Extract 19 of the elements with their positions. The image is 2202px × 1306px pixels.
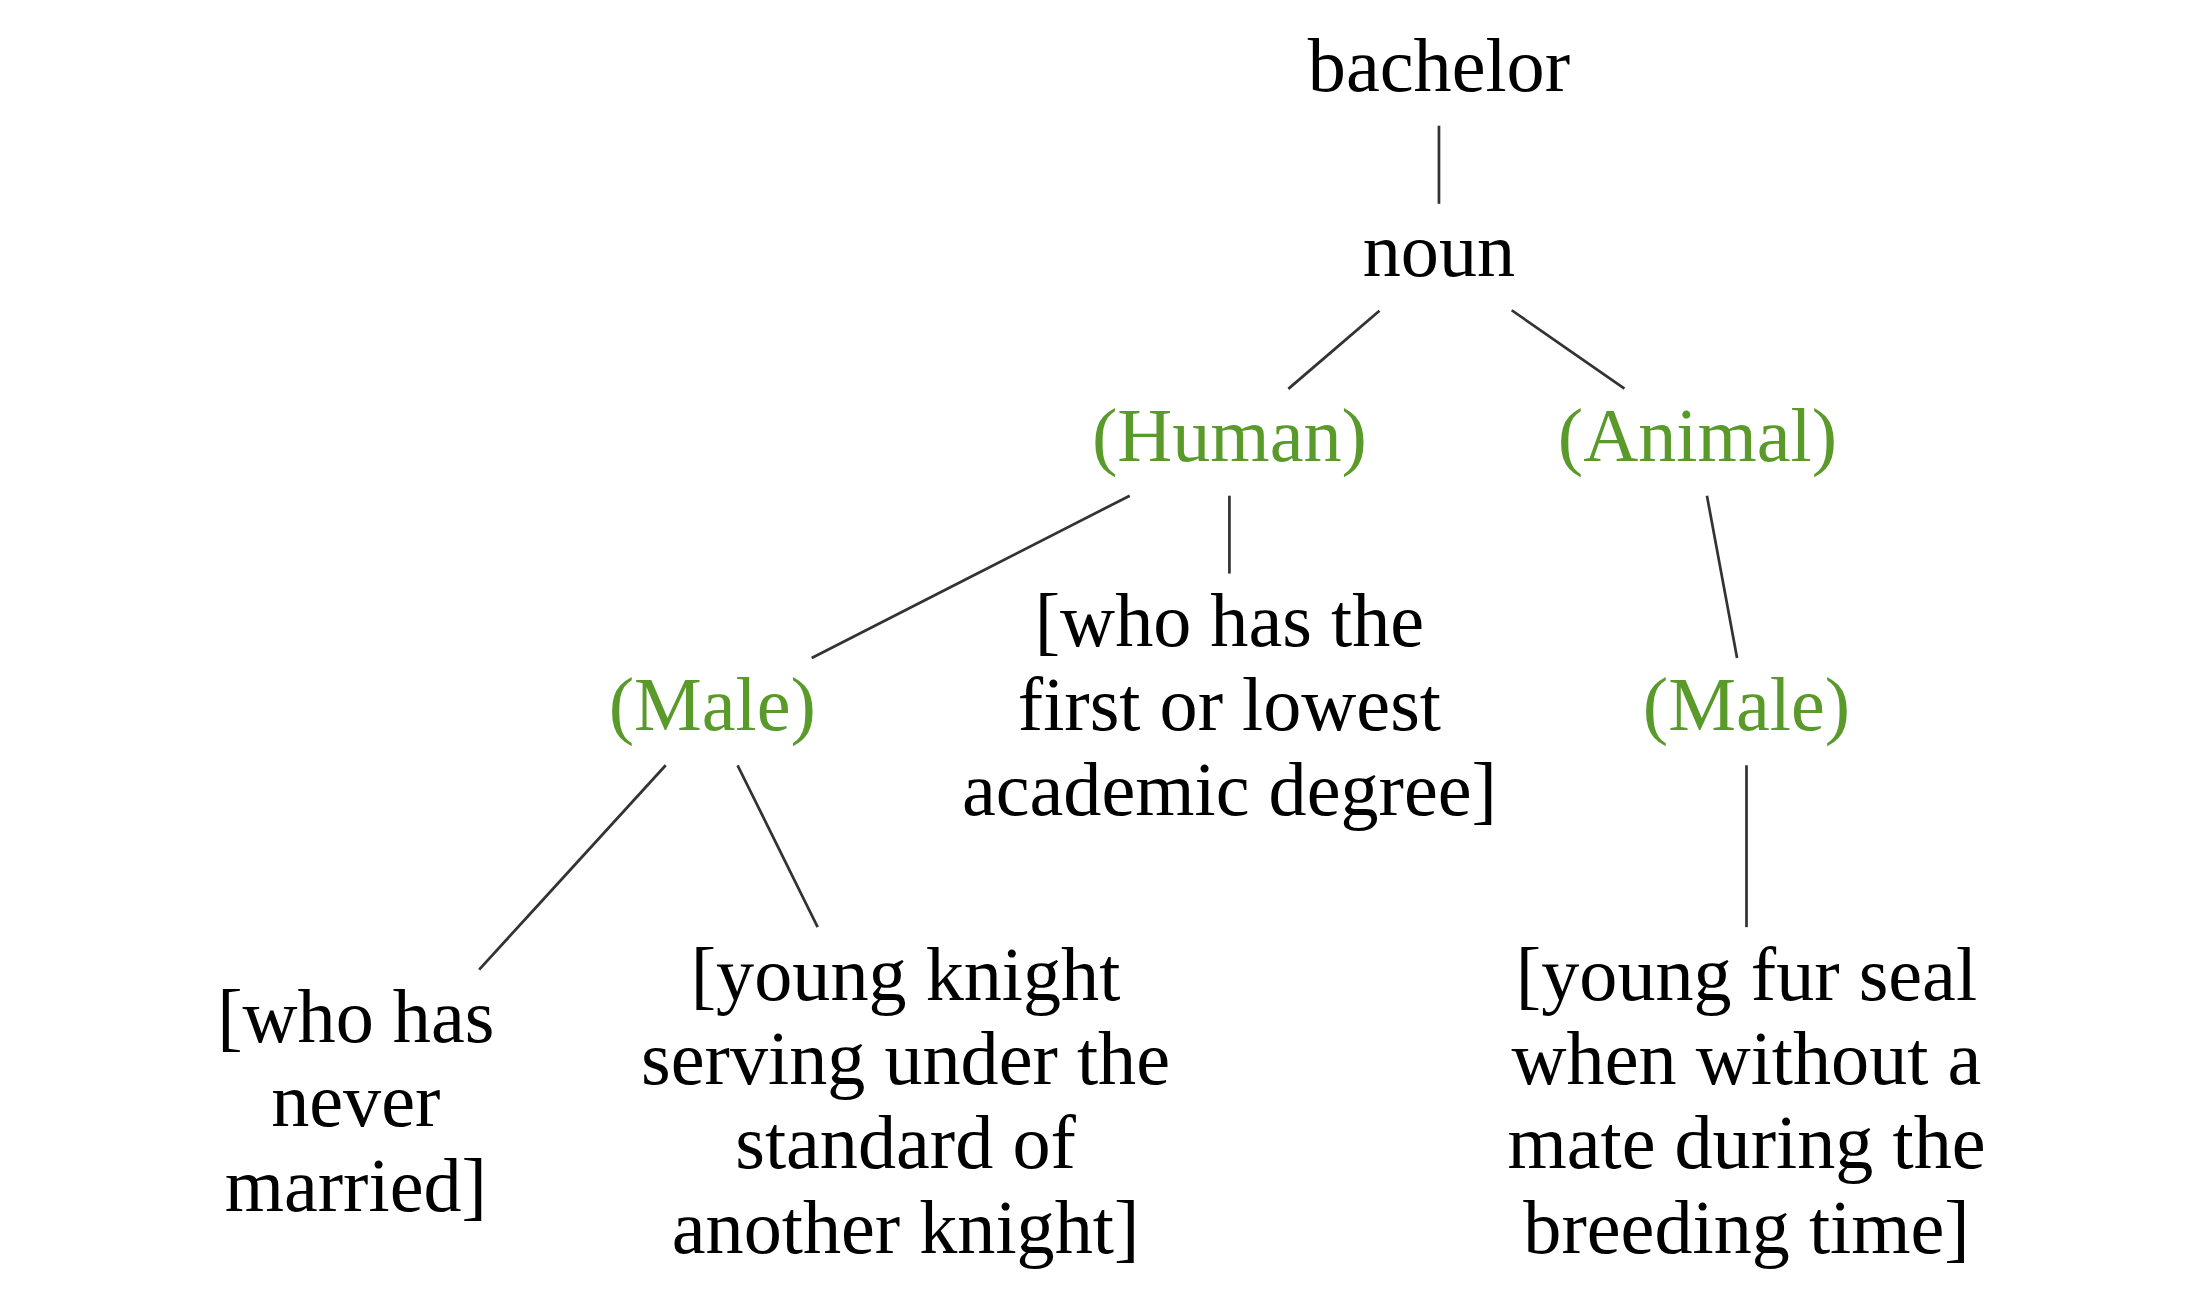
node-text: [young knight serving under the standard of another knight] xyxy=(640,931,1170,1269)
connector xyxy=(1510,309,1625,390)
connector xyxy=(1227,495,1231,574)
node-text: [who has never married] xyxy=(216,973,494,1227)
node-text: (Male) xyxy=(1642,662,1850,747)
node-text: [young fur seal when without a mate during the breeding time] xyxy=(1506,931,1986,1269)
node-text: bachelor xyxy=(1307,22,1570,107)
connector xyxy=(1286,309,1380,390)
connector xyxy=(1437,125,1440,204)
connector xyxy=(810,494,1130,660)
node-text: (Male) xyxy=(608,662,816,747)
connector xyxy=(1744,765,1748,928)
connector xyxy=(1705,495,1738,659)
node-text: (Animal) xyxy=(1557,392,1837,477)
connector xyxy=(477,764,667,971)
connector xyxy=(735,764,819,928)
node-text: (Human) xyxy=(1091,392,1367,477)
node-text: [who has the first or lowest academic degree] xyxy=(961,577,1497,831)
node-text: noun xyxy=(1362,207,1515,292)
